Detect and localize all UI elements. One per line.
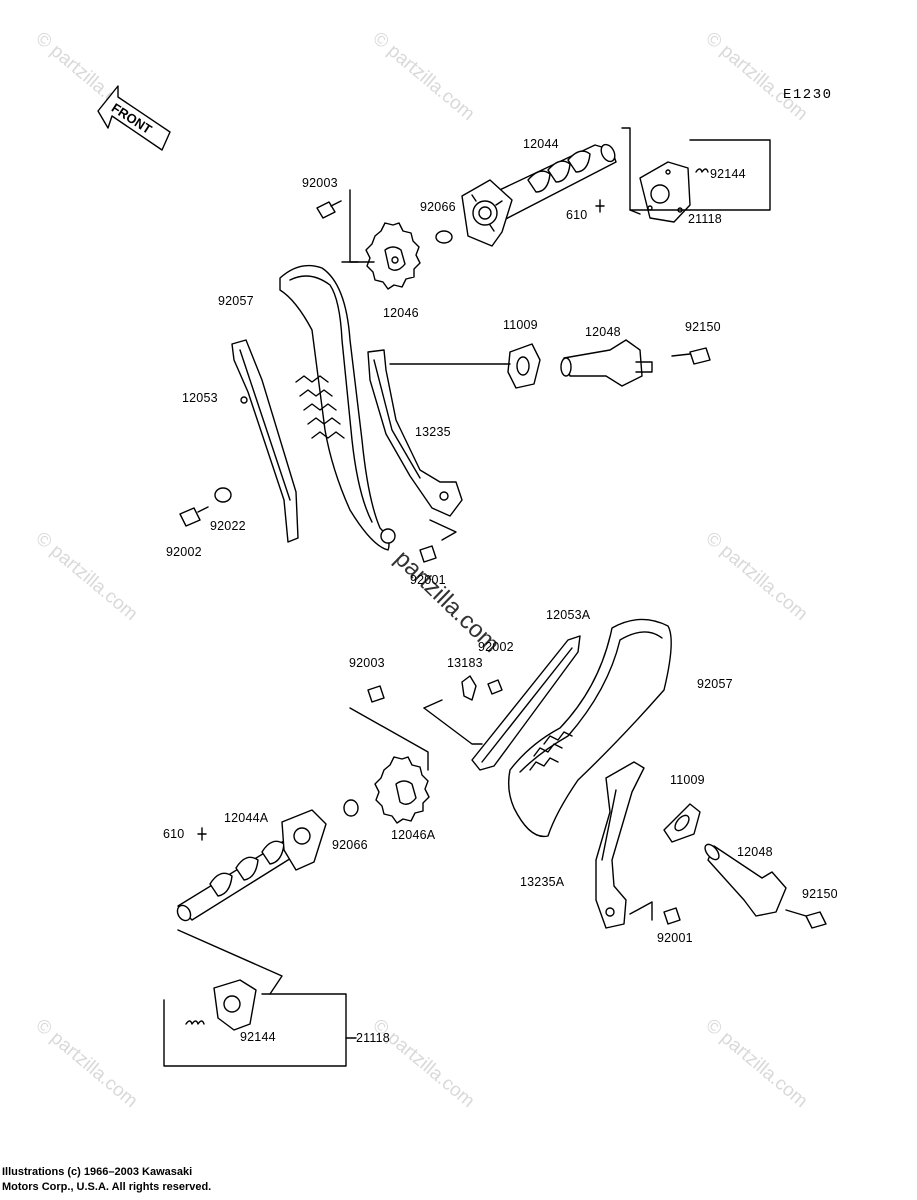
part-label-92150[interactable]: 92150 (685, 320, 721, 334)
part-label-92144[interactable]: 92144 (710, 167, 746, 181)
part-label-12044A[interactable]: 12044A (224, 811, 269, 825)
tensioner-12048-bottom (704, 843, 787, 917)
bolt-92150-bottom (785, 909, 827, 929)
part-label-92144[interactable]: 92144 (240, 1030, 276, 1044)
bolt-92001-top (419, 545, 437, 563)
part-label-12048[interactable]: 12048 (737, 845, 773, 859)
sprocket-12046A (374, 756, 430, 824)
part-label-92002[interactable]: 92002 (478, 640, 514, 654)
part-label-610[interactable]: 610 (566, 208, 588, 222)
bolt-92003-top (316, 200, 342, 219)
part-label-12046A[interactable]: 12046A (391, 828, 436, 842)
tensioner-12048-top (560, 339, 653, 387)
part-label-11009[interactable]: 11009 (670, 773, 705, 787)
chain-link-ring (380, 528, 396, 544)
chain-guide-13235 (367, 349, 463, 517)
pin-610-bottom (197, 827, 207, 841)
clamp-13183 (461, 675, 477, 701)
part-label-92057[interactable]: 92057 (218, 294, 254, 308)
part-label-92057[interactable]: 92057 (697, 677, 733, 691)
part-label-92066[interactable]: 92066 (332, 838, 368, 852)
part-label-92066[interactable]: 92066 (420, 200, 456, 214)
bolt-92002-mid (487, 679, 503, 695)
sprocket-12046 (365, 222, 421, 290)
part-label-92150[interactable]: 92150 (802, 887, 838, 901)
part-label-13235A[interactable]: 13235A (520, 875, 565, 889)
part-label-12053[interactable]: 12053 (182, 391, 218, 405)
front-arrow-icon (97, 85, 171, 151)
washer-92022 (214, 487, 232, 503)
part-label-11009[interactable]: 11009 (503, 318, 538, 332)
cam-chain-bottom (507, 618, 672, 838)
part-label-610[interactable]: 610 (163, 827, 185, 841)
plug-92066-top (435, 230, 453, 244)
pin-610-top (595, 199, 605, 213)
diagram-code: E1230 (783, 87, 833, 103)
gasket-11009-bottom (663, 803, 701, 843)
chain-guide-13235A (595, 761, 645, 929)
part-label-92022[interactable]: 92022 (210, 519, 246, 533)
cam-holder-21118-bottom (185, 979, 257, 1031)
part-label-21118[interactable]: 21118 (356, 1031, 390, 1045)
bolt-92150-top (671, 347, 711, 365)
part-label-92003[interactable]: 92003 (302, 176, 338, 190)
part-label-12046[interactable]: 12046 (383, 306, 419, 320)
cam-holder-21118-top (639, 161, 709, 223)
part-label-12044[interactable]: 12044 (523, 137, 559, 151)
bolt-92003-bottom (367, 685, 385, 703)
part-label-12053A[interactable]: 12053A (546, 608, 591, 622)
bolt-92002-left (179, 506, 209, 527)
camshaft-top (461, 143, 617, 247)
copyright-notice: Illustrations (c) 1966–2003 Kawasaki Mot… (2, 1165, 211, 1195)
camshaft-bottom (176, 809, 327, 922)
chain-guide-12053A (471, 635, 581, 771)
bolt-92001-bottom (663, 907, 681, 925)
plug-92066-bottom (343, 799, 359, 817)
copyright-line-1: Illustrations (c) 1966–2003 Kawasaki (2, 1166, 193, 1178)
part-label-21118[interactable]: 21118 (688, 212, 722, 226)
copyright-line-2: Motors Corp., U.S.A. All rights reserved… (2, 1181, 212, 1193)
chain-guide-12053 (231, 339, 299, 543)
part-label-92001[interactable]: 92001 (410, 573, 446, 587)
part-label-92003[interactable]: 92003 (349, 656, 385, 670)
part-label-13235[interactable]: 13235 (415, 425, 451, 439)
gasket-11009-top (507, 343, 541, 389)
part-label-92001[interactable]: 92001 (657, 931, 693, 945)
part-label-13183[interactable]: 13183 (447, 656, 483, 670)
part-label-12048[interactable]: 12048 (585, 325, 621, 339)
part-label-92002[interactable]: 92002 (166, 545, 202, 559)
